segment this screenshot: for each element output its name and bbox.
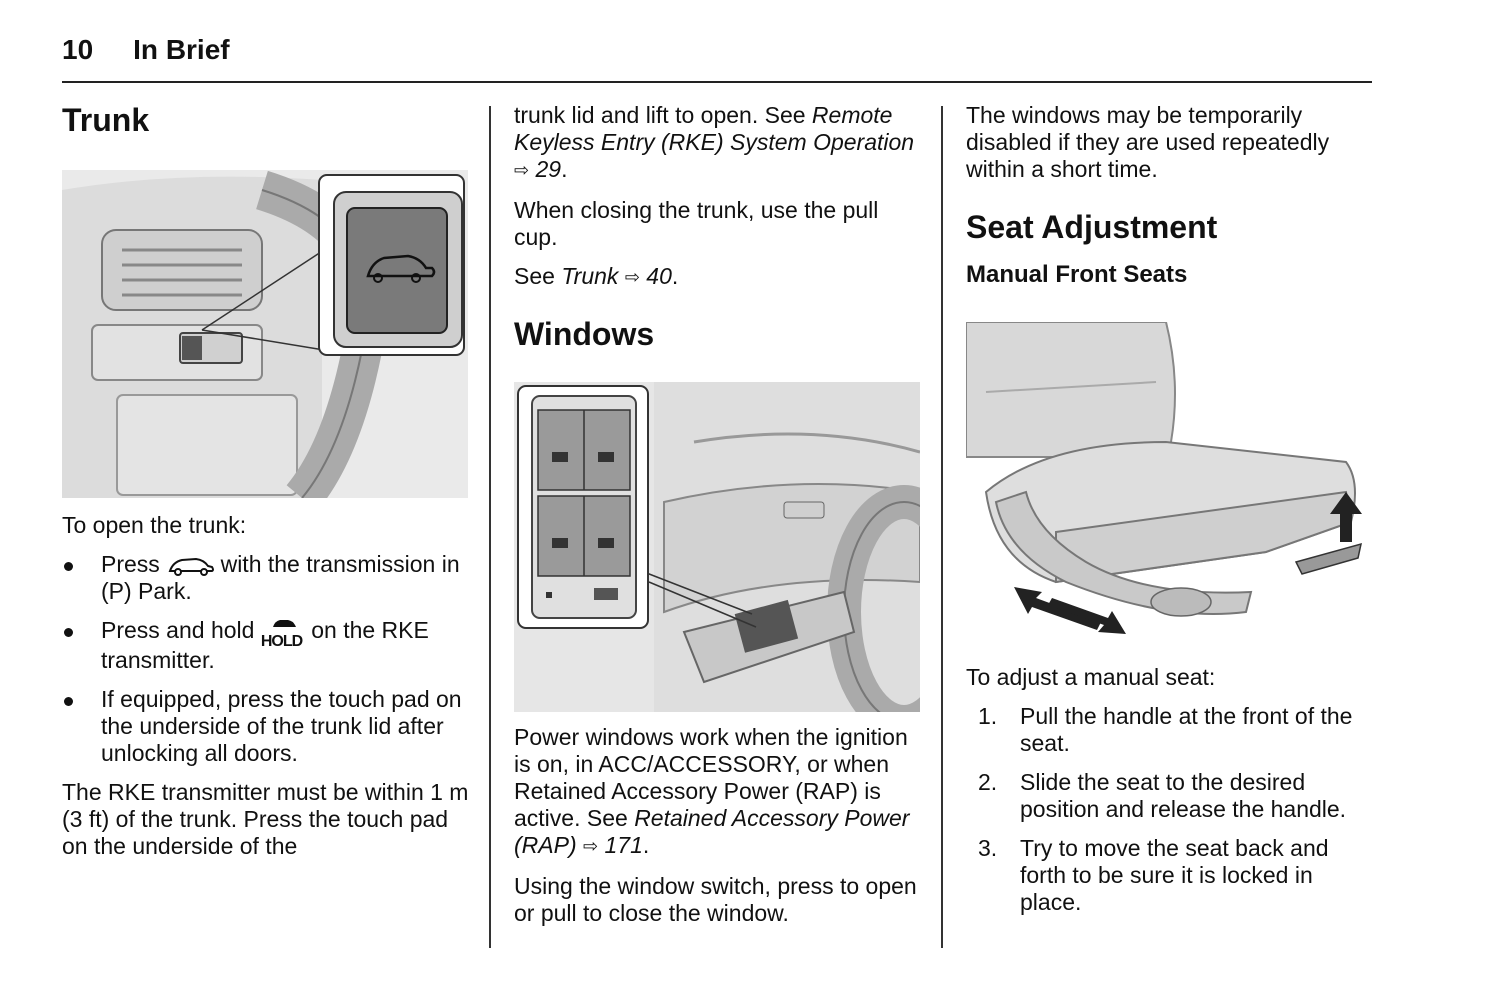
window-switch-figure [514,382,920,712]
paragraph: See Trunk ⇨ 40. [514,263,679,289]
column-2: trunk lid and lift to open. See Remote K… [514,102,924,352]
trunk-intro: To open the trunk: [62,512,247,538]
cross-reference: Trunk [561,263,619,289]
list-item: 1.Pull the handle at the front of the se… [978,703,1353,756]
paragraph: trunk lid and lift to open. See Remote K… [514,102,915,182]
page-number: 10 [62,34,94,65]
list-item: Press and hold HOLD on the RKE transmitt… [62,617,472,674]
trunk-text: To open the trunk: Press with the transm… [62,512,472,872]
cross-reference: Retained Accessory Power (RAP) [514,805,910,858]
paragraph: The windows may be temporarily disabled … [966,102,1330,182]
column-3: The windows may be temporarily disabled … [966,102,1371,289]
list-item: If equipped, press the touch pad on the … [62,686,472,767]
column-1: Trunk [62,102,472,138]
trunk-bullet-list: Press with the transmission in (P) Park.… [62,551,472,767]
seat-figure [966,322,1372,644]
cross-reference: Remote Keyless Entry (RKE) System Operat… [514,102,915,155]
power-window-switch-illustration [514,382,920,712]
paragraph: When closing the trunk, use the pull cup… [514,197,879,250]
header-rule [62,81,1372,83]
paragraph: To adjust a manual seat: [966,664,1216,690]
seat-text: To adjust a manual seat: 1.Pull the hand… [966,664,1371,928]
page-arrow-icon: ⇨ [583,836,599,856]
paragraph: Using the window switch, press to open o… [514,873,917,926]
seat-adjustment-heading: Seat Adjustment [966,209,1218,245]
manual-seat-illustration [966,322,1362,634]
running-header: 10 In Brief [62,34,230,66]
seat-steps-list: 1.Pull the handle at the front of the se… [966,703,1371,916]
section-title: In Brief [133,34,230,65]
trunk-release-button-illustration [62,170,468,498]
column-divider [941,106,943,948]
windows-text: Power windows work when the ignition is … [514,724,924,939]
trunk-release-figure [62,170,468,498]
trunk-heading: Trunk [62,102,150,138]
paragraph: Power windows work when the ignition is … [514,724,910,858]
page-arrow-icon: ⇨ [514,160,530,180]
column-divider [489,106,491,948]
paragraph: The RKE transmitter must be within 1 m (… [62,779,469,859]
hold-trunk-icon: HOLD [261,617,305,650]
page-arrow-icon: ⇨ [624,267,640,287]
list-item: Press with the transmission in (P) Park. [62,551,472,605]
manual-front-seats-subheading: Manual Front Seats [966,261,1188,288]
list-item: 3.Try to move the seat back and forth to… [978,835,1329,915]
trunk-car-icon [168,557,215,576]
list-item: 2.Slide the seat to the desired position… [978,769,1347,822]
windows-heading: Windows [514,316,655,352]
